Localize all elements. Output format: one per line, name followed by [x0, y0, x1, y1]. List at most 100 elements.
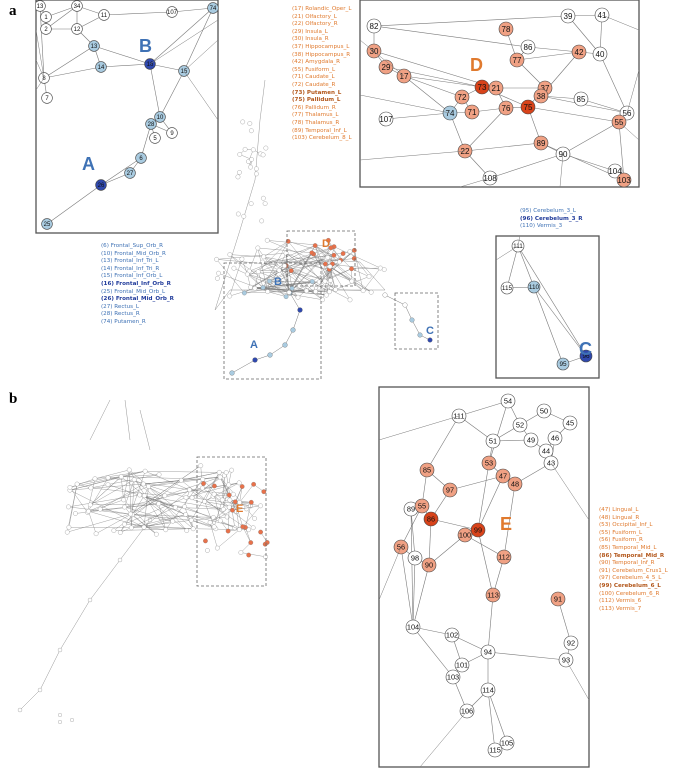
network-node: [242, 214, 246, 218]
network-node-label: 77: [513, 56, 522, 65]
roi-list-item: (72) Caudate_R: [292, 82, 352, 90]
network-node: [200, 486, 204, 490]
network-node-label: 74: [446, 109, 455, 118]
network-node: [240, 257, 244, 261]
network-node: [313, 243, 317, 247]
network-node-114: 114: [481, 683, 495, 697]
network-node: [282, 264, 286, 268]
network-edge: [220, 521, 239, 530]
network-node: [240, 484, 244, 488]
network-edge: [124, 500, 157, 534]
roi-list-item: (30) Insula_R: [292, 36, 352, 44]
roi-list-item: (95) Cerebelum_3_L: [520, 208, 583, 216]
network-node-label: 86: [427, 515, 435, 524]
network-node-label: 34: [74, 4, 81, 10]
network-node-label: 28: [148, 122, 155, 128]
network-node: [260, 260, 264, 264]
network-node-75: 75: [521, 100, 535, 114]
network-node-30: 30: [367, 44, 381, 58]
network-node-86: 86: [424, 512, 438, 526]
network-node: [183, 512, 187, 516]
network-node-14: 14: [96, 62, 107, 73]
network-node: [191, 527, 195, 531]
network-edge: [242, 259, 247, 274]
network-node: [383, 293, 388, 298]
network-node: [182, 505, 186, 509]
network-node-label: 13: [91, 44, 98, 50]
network-node-89: 89: [534, 136, 548, 150]
network-edge: [87, 479, 94, 513]
network-node: [211, 515, 215, 519]
region-label-c-inset: C: [579, 339, 592, 359]
network-node: [93, 477, 97, 481]
network-node: [212, 484, 216, 488]
network-node: [256, 270, 260, 274]
network-edge: [293, 310, 300, 330]
network-node: [221, 507, 225, 511]
roi-list-item: (48) Lingual_R: [599, 515, 668, 523]
network-node-55: 55: [415, 499, 429, 513]
network-node-label: 114: [482, 686, 494, 695]
network-node: [428, 338, 433, 343]
network-edge: [260, 80, 265, 120]
network-node: [265, 238, 269, 242]
network-node-28: 28: [146, 119, 157, 130]
network-edge: [40, 650, 60, 690]
zoom-box-a: [224, 263, 321, 379]
network-node-label: 107: [167, 10, 178, 16]
roi-list-item: (42) Amygdala_R: [292, 59, 352, 67]
network-node: [201, 477, 205, 481]
network-node: [179, 478, 183, 482]
network-node: [122, 505, 126, 509]
network-node-73: 73: [475, 80, 489, 94]
roi-list-item: (103) Cerebelum_8_L: [292, 135, 352, 143]
network-node: [403, 303, 408, 308]
network-node-110: 110: [528, 281, 540, 293]
network-node-7: 7: [42, 93, 53, 104]
network-node-38: 38: [534, 89, 548, 103]
overview-core-a: [214, 238, 386, 302]
network-node-1: 1: [41, 12, 52, 23]
network-node-86: 86: [521, 40, 535, 54]
network-node-112: 112: [497, 550, 511, 564]
network-node-98: 98: [408, 551, 422, 565]
network-node: [98, 507, 102, 511]
network-node: [248, 165, 252, 169]
roi-list-item: (75) Pallidum_L: [292, 97, 352, 105]
network-node-label: 112: [498, 553, 510, 562]
network-node-label: 51: [489, 437, 497, 446]
network-node-95: 95: [557, 358, 569, 370]
network-node: [277, 268, 281, 272]
roi-list-cluster-e: (47) Lingual_L(48) Lingual_R(53) Occipit…: [599, 507, 668, 613]
network-node: [65, 530, 69, 534]
network-node-74: 74: [208, 3, 219, 14]
network-node: [129, 526, 133, 530]
region-label-d-overview: D: [322, 238, 330, 250]
network-node: [263, 201, 267, 205]
network-node-12: 12: [72, 24, 83, 35]
roi-list-item: (27) Rectus_L: [101, 304, 174, 312]
network-node-label: 90: [559, 150, 568, 159]
network-node: [228, 252, 232, 256]
network-node: [264, 146, 268, 150]
network-node: [205, 548, 209, 552]
network-node-label: 40: [596, 50, 605, 59]
network-node: [185, 528, 189, 532]
network-node: [67, 525, 71, 529]
network-node: [249, 157, 253, 161]
roi-list-item: (71) Caudate_L: [292, 74, 352, 82]
roi-list-item: (73) Putamen_L: [292, 90, 352, 98]
network-node-42: 42: [572, 45, 586, 59]
network-node: [328, 264, 332, 268]
network-edge: [217, 253, 287, 259]
overview-network-b: [18, 400, 152, 724]
network-node-94: 94: [481, 645, 495, 659]
network-node-label: 94: [484, 648, 492, 657]
network-node: [332, 253, 336, 257]
network-node: [88, 503, 92, 507]
network-node: [70, 718, 74, 722]
network-node: [249, 540, 253, 544]
network-node-50: 50: [537, 404, 551, 418]
network-edge: [241, 553, 266, 557]
